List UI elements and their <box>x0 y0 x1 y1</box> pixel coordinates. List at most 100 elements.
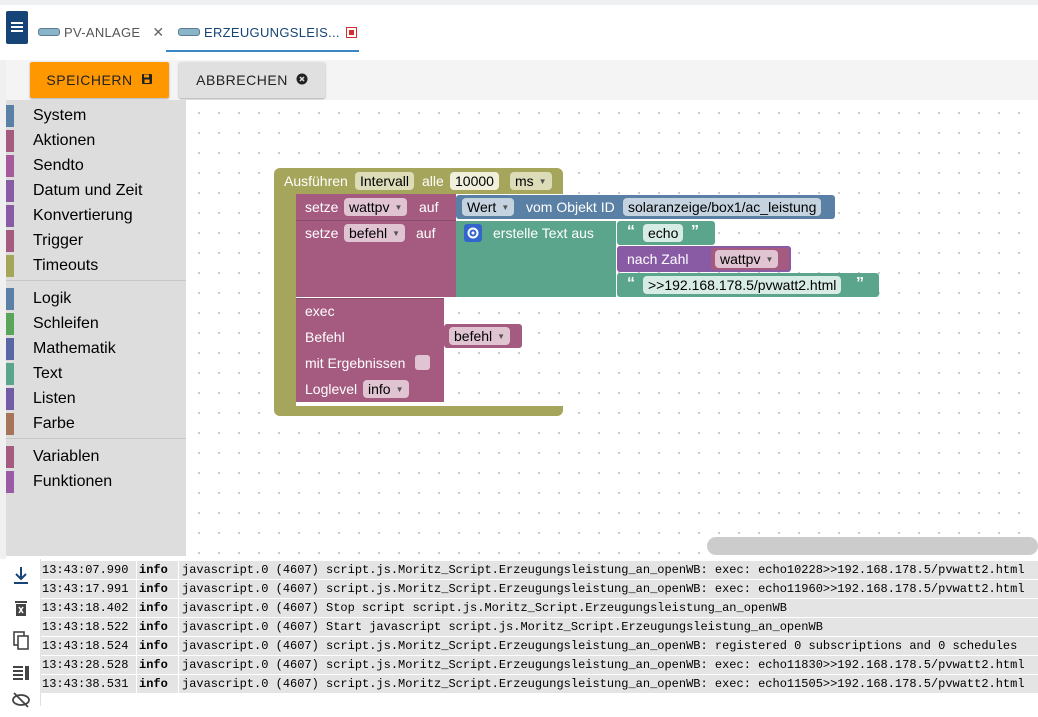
quote-open-icon: “ <box>627 275 635 292</box>
schedule-label: Ausführen <box>284 173 348 189</box>
category-funktionen[interactable]: Funktionen <box>6 469 186 494</box>
category-listen[interactable]: Listen <box>6 386 186 411</box>
category-swatch <box>6 104 14 127</box>
scroll-down-icon[interactable] <box>10 564 32 586</box>
stop-icon[interactable] <box>345 26 357 38</box>
category-farbe[interactable]: Farbe <box>6 411 186 436</box>
log-level: info <box>137 675 178 693</box>
schedule-block-body <box>274 194 296 408</box>
eye-off-icon[interactable] <box>10 689 32 711</box>
category-label: Schleifen <box>33 314 99 332</box>
category-system[interactable]: System <box>6 103 186 128</box>
category-trigger[interactable]: Trigger <box>6 228 186 253</box>
loglevel-dropdown[interactable]: info ▼ <box>363 380 409 398</box>
log-level: info <box>137 580 178 598</box>
save-label: SPEICHERN <box>46 72 133 88</box>
category-label: Sendto <box>33 156 84 174</box>
delete-icon[interactable] <box>10 597 32 619</box>
chevron-down-icon: ▼ <box>765 254 774 264</box>
log-level: info <box>137 618 178 636</box>
schedule-interval-input[interactable]: 10000 <box>450 172 499 190</box>
floppy-icon <box>141 73 153 88</box>
category-swatch <box>6 287 14 310</box>
variable-name: wattpv <box>349 199 390 215</box>
log-time: 13:43:18.522 <box>40 618 136 636</box>
schedule-mode-dropdown[interactable]: Intervall <box>355 172 415 190</box>
to-label: auf <box>416 225 436 241</box>
text-field-echo[interactable]: echo <box>643 224 684 242</box>
chevron-down-icon: ▼ <box>501 202 510 212</box>
category-aktionen[interactable]: Aktionen <box>6 128 186 153</box>
chevron-down-icon: ▼ <box>538 176 547 186</box>
tab-erzeugungsleistung[interactable]: ERZEUGUNGSLEIS... <box>178 12 357 52</box>
schedule-interval-value: 10000 <box>455 173 494 189</box>
tab-label: ERZEUGUNGSLEIS... <box>204 24 340 40</box>
quote-open-icon: “ <box>627 223 635 240</box>
schedule-unit-dropdown[interactable]: ms▼ <box>510 172 552 190</box>
log-time: 13:43:07.990 <box>40 561 136 579</box>
gear-icon[interactable] <box>464 224 482 242</box>
text-value: >>192.168.178.5/pvwatt2.html <box>648 277 837 293</box>
category-sendto[interactable]: Sendto <box>6 153 186 178</box>
log-time: 13:43:17.991 <box>40 580 136 598</box>
toolbox-separator <box>6 280 186 281</box>
text-value: echo <box>648 225 679 241</box>
category-datum-und-zeit[interactable]: Datum und Zeit <box>6 178 186 203</box>
category-label: System <box>33 106 87 124</box>
set-wattpv-variable-dropdown[interactable]: wattpv▼ <box>344 198 408 216</box>
category-swatch <box>6 229 14 252</box>
tab-label: PV-ANLAGE <box>64 24 141 40</box>
blockly-icon <box>178 28 200 36</box>
category-variablen[interactable]: Variablen <box>6 444 186 469</box>
schedule-block-footer <box>274 406 563 416</box>
category-swatch <box>6 312 14 335</box>
chevron-down-icon: ▼ <box>392 228 401 238</box>
toolbox-separator <box>6 438 186 439</box>
cancel-button[interactable]: ABBRECHEN <box>179 62 325 98</box>
loglevel-value: info <box>368 381 391 397</box>
variable-getter-dropdown[interactable]: wattpv ▼ <box>715 250 779 268</box>
category-logik[interactable]: Logik <box>6 286 186 311</box>
active-tab-indicator <box>166 50 359 52</box>
workspace-scrollbar[interactable] <box>707 537 1038 555</box>
variable-name: wattpv <box>720 251 761 267</box>
category-swatch <box>6 337 14 360</box>
category-mathematik[interactable]: Mathematik <box>6 336 186 361</box>
tab-pv-anlage[interactable]: PV-ANLAGE ✕ <box>38 12 164 52</box>
text-field-url[interactable]: >>192.168.178.5/pvwatt2.html <box>643 276 842 294</box>
category-timeouts[interactable]: Timeouts <box>6 253 186 278</box>
blockly-icon <box>38 28 60 36</box>
list-icon[interactable] <box>10 661 32 683</box>
log-message: javascript.0 (4607) script.js.Moritz_Scr… <box>179 580 1038 598</box>
category-swatch <box>6 204 14 227</box>
category-konvertierung[interactable]: Konvertierung <box>6 203 186 228</box>
results-checkbox[interactable] <box>415 355 430 370</box>
object-id-field[interactable]: solaranzeige/box1/ac_leistung <box>623 198 822 216</box>
log-level: info <box>137 561 178 579</box>
category-swatch <box>6 129 14 152</box>
category-swatch <box>6 154 14 177</box>
value-attr-dropdown[interactable]: Wert▼ <box>462 198 515 216</box>
log-toolbar <box>0 559 41 708</box>
copy-icon[interactable] <box>10 629 32 651</box>
save-button[interactable]: SPEICHERN <box>30 62 169 98</box>
left-edge <box>0 60 6 560</box>
log-time: 13:43:18.402 <box>40 599 136 617</box>
log-level: info <box>137 599 178 617</box>
close-icon[interactable]: ✕ <box>152 23 165 40</box>
category-label: Datum und Zeit <box>33 181 143 199</box>
menu-button[interactable] <box>6 11 28 44</box>
text-join-block[interactable] <box>456 221 616 297</box>
set-befehl-variable-dropdown[interactable]: befehl▼ <box>344 224 406 242</box>
chevron-down-icon: ▼ <box>395 384 404 394</box>
category-text[interactable]: Text <box>6 361 186 386</box>
command-variable-dropdown[interactable]: befehl▼ <box>449 327 511 345</box>
log-message: javascript.0 (4607) script.js.Moritz_Scr… <box>179 656 1038 674</box>
log-level: info <box>137 637 178 655</box>
set-label: setze <box>305 225 339 241</box>
category-schleifen[interactable]: Schleifen <box>6 311 186 336</box>
log-message: javascript.0 (4607) script.js.Moritz_Scr… <box>179 675 1038 693</box>
